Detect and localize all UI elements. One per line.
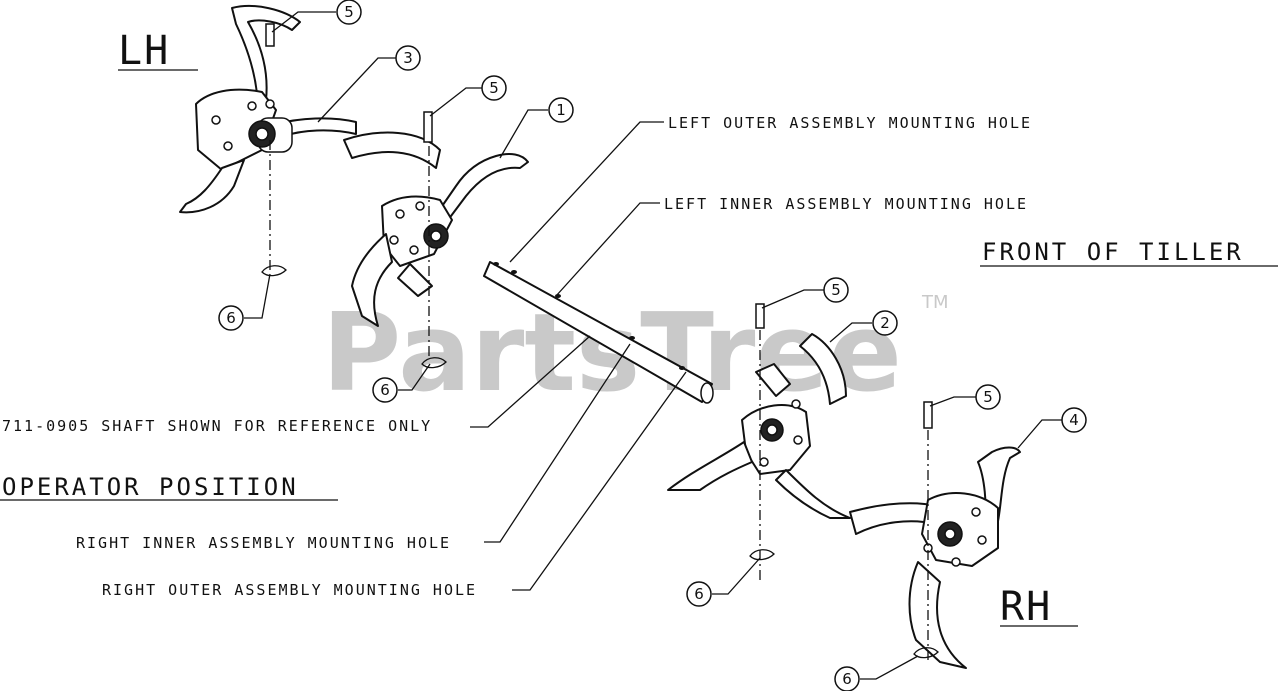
part-balloon: 6 — [372, 377, 398, 403]
watermark: PartsTree — [322, 291, 902, 416]
lh-fasteners — [261, 23, 447, 369]
svg-text:LH: LH — [118, 28, 170, 74]
part-balloon: 5 — [823, 277, 849, 303]
svg-text:6: 6 — [380, 381, 390, 399]
part-balloon: 6 — [686, 581, 712, 607]
rh-inner-tine-assembly — [667, 333, 851, 519]
part-balloon: 5 — [336, 0, 362, 25]
tine-shaft — [483, 261, 714, 404]
svg-text:5: 5 — [831, 281, 841, 299]
lh-clevis-pin-top — [265, 23, 275, 47]
front-of-tiller-title: FRONT OF TILLER — [980, 238, 1278, 267]
rh-clevis-pin-left — [755, 303, 765, 329]
part-balloon: 5 — [975, 384, 1001, 410]
leader-lines — [244, 11, 1062, 680]
svg-text:OPERATOR POSITION: OPERATOR POSITION — [2, 473, 299, 501]
rh-label: RH — [1000, 584, 1078, 630]
part-balloon: 1 — [548, 97, 574, 123]
watermark-trademark: TM — [921, 292, 949, 313]
rh-hairpin-clip-bottom — [913, 647, 939, 659]
svg-text:2: 2 — [880, 314, 890, 332]
svg-text:6: 6 — [226, 309, 236, 327]
svg-text:3: 3 — [403, 49, 413, 67]
lh-outer-tine-assembly — [179, 4, 441, 214]
part-balloon: 6 — [834, 666, 860, 691]
svg-text:5: 5 — [344, 3, 354, 21]
right-outer-hole-callout: RIGHT OUTER ASSEMBLY MOUNTING HOLE — [102, 581, 477, 599]
part-balloon: 2 — [872, 310, 898, 336]
part-balloon: 4 — [1061, 407, 1087, 433]
operator-position-title: OPERATOR POSITION — [0, 473, 338, 501]
part-balloon: 6 — [218, 305, 244, 331]
left-inner-hole-callout: LEFT INNER ASSEMBLY MOUNTING HOLE — [664, 195, 1028, 213]
svg-text:RH: RH — [1000, 584, 1052, 630]
rh-hairpin-clip-left — [749, 549, 775, 561]
rh-fasteners — [749, 303, 939, 660]
right-inner-hole-callout: RIGHT INNER ASSEMBLY MOUNTING HOLE — [76, 534, 451, 552]
svg-text:6: 6 — [842, 670, 852, 688]
svg-text:FRONT OF TILLER: FRONT OF TILLER — [982, 238, 1244, 266]
svg-text:6: 6 — [694, 585, 704, 603]
rh-clevis-pin-right — [923, 401, 933, 429]
svg-text:1: 1 — [556, 101, 566, 119]
lh-hairpin-clip-left — [261, 265, 287, 277]
svg-text:4: 4 — [1069, 411, 1079, 429]
part-balloon: 5 — [481, 75, 507, 101]
left-outer-hole-callout: LEFT OUTER ASSEMBLY MOUNTING HOLE — [668, 114, 1032, 132]
lh-label: LH — [118, 28, 198, 74]
part-balloon: 3 — [395, 45, 421, 71]
svg-text:5: 5 — [489, 79, 499, 97]
shaft-note-callout: 711-0905 SHAFT SHOWN FOR REFERENCE ONLY — [2, 417, 432, 435]
rh-outer-tine-assembly — [849, 446, 1021, 669]
lh-clevis-pin-mid — [423, 111, 433, 143]
svg-text:5: 5 — [983, 388, 993, 406]
lh-inner-tine-assembly — [351, 153, 529, 327]
